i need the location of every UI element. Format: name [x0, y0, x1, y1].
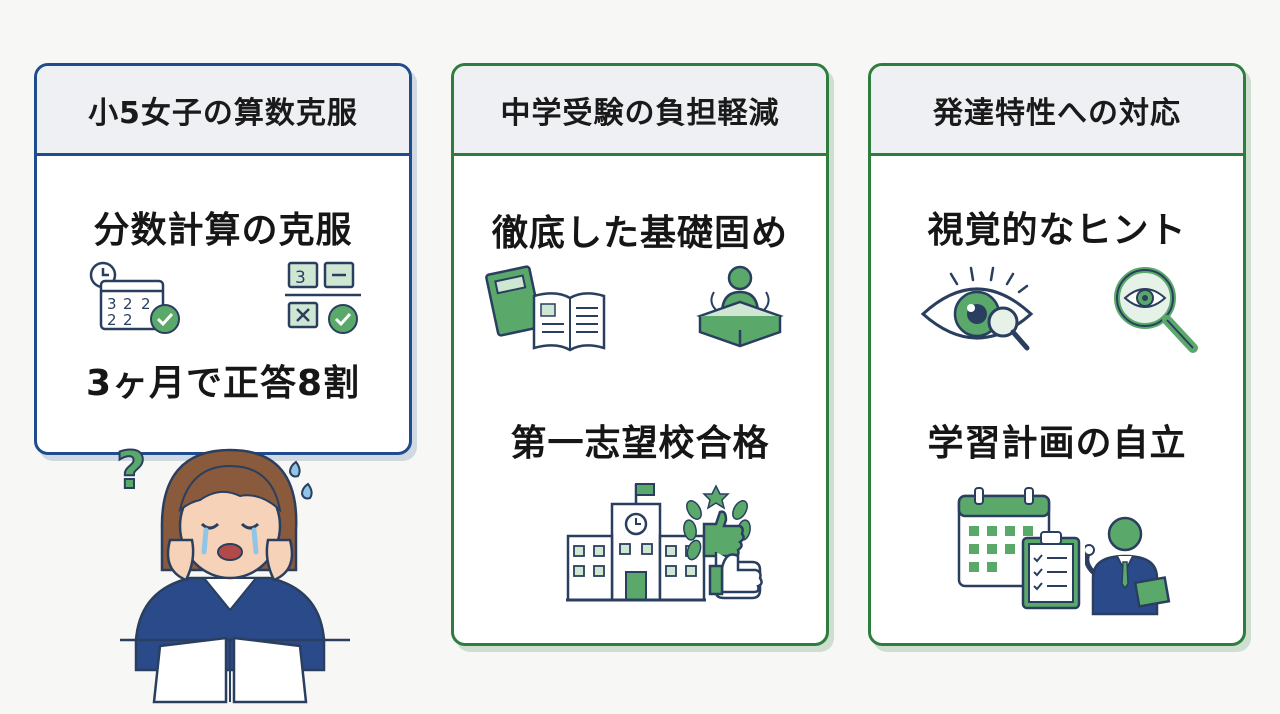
card-header: 発達特性への対応	[871, 66, 1243, 156]
worried-girl-illustration: ?	[115, 440, 350, 704]
card-math-overcome: 小5女子の算数克服 分数計算の克服 3 2 2 2 2 3 3ヶ月で正答8割	[34, 63, 412, 455]
item-title: 視覚的なヒント	[927, 210, 1187, 251]
svg-text:2: 2	[123, 295, 133, 313]
item-title: 第一志望校合格	[510, 423, 770, 464]
item-title: 3ヶ月で正答8割	[85, 363, 361, 404]
svg-text:2: 2	[141, 295, 151, 313]
svg-text:2: 2	[107, 311, 117, 329]
checklist-icon	[1021, 531, 1081, 610]
thumbs-up-laurel-icon	[683, 484, 763, 600]
magnifier-eye-icon	[1114, 267, 1198, 353]
item-title: 徹底した基礎固め	[491, 213, 788, 254]
question-mark-icon: ?	[116, 441, 146, 501]
clock-calendar-math-icon: 3 2 2 2 2	[89, 261, 180, 334]
school-building-icon	[566, 483, 706, 602]
svg-text:2: 2	[123, 311, 133, 329]
card-header: 中学受験の負担軽減	[454, 66, 826, 156]
businessperson-icon	[1085, 516, 1171, 616]
card-developmental: 発達特性への対応 視覚的なヒント 学習計画の自立	[868, 63, 1246, 646]
card-header: 小5女子の算数克服	[37, 66, 409, 156]
books-icon	[485, 265, 606, 352]
eye-magnifier-icon	[921, 266, 1034, 351]
item-title: 学習計画の自立	[927, 423, 1187, 464]
item-title: 分数計算の克服	[93, 210, 353, 251]
fraction-check-icon: 3	[285, 261, 361, 334]
student-desk-icon	[696, 265, 784, 348]
svg-text:3: 3	[107, 295, 117, 313]
svg-text:3: 3	[295, 268, 306, 288]
card-exam-burden: 中学受験の負担軽減 徹底した基礎固め 第一志望校合格	[451, 63, 829, 646]
